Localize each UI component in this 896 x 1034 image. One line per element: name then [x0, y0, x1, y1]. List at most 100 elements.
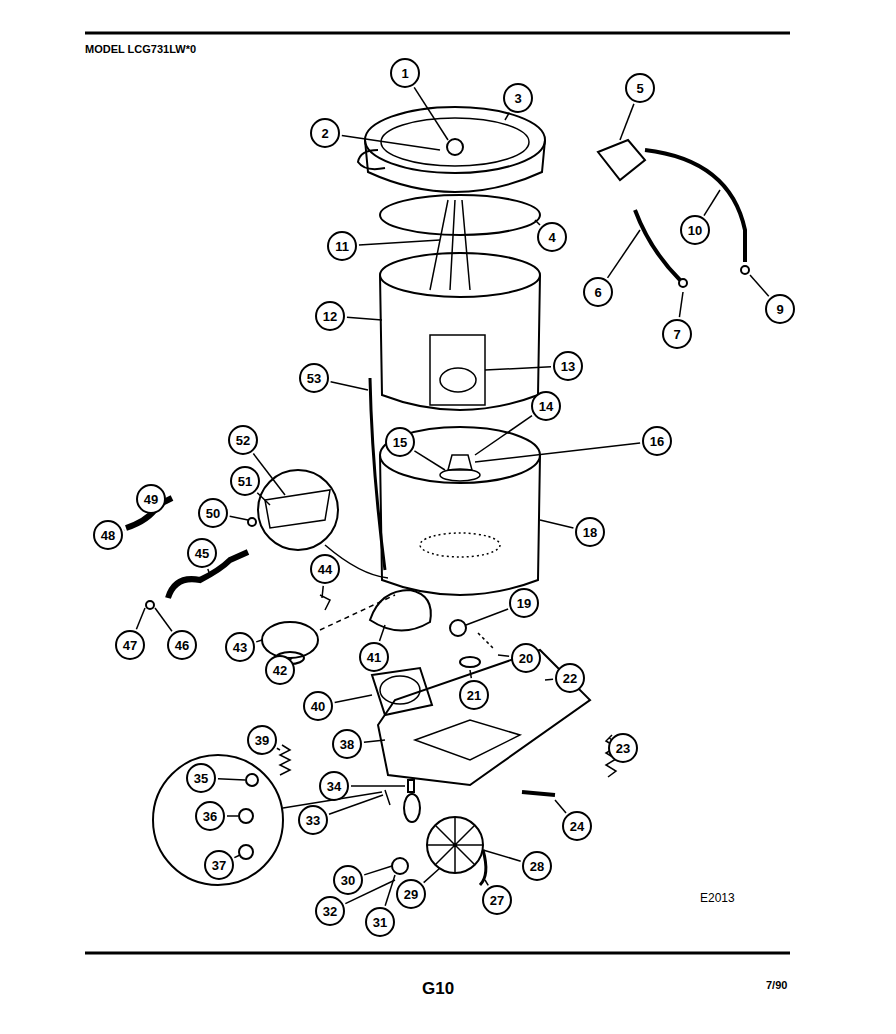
callout-number: 39 [247, 725, 277, 755]
leader-line [218, 779, 245, 780]
callout-text: 31 [373, 916, 387, 929]
callout-text: 19 [517, 597, 531, 610]
callout-text: 52 [236, 434, 250, 447]
callout-text: 5 [636, 82, 643, 95]
callout-text: 2 [321, 127, 328, 140]
page-label: E2013 [700, 892, 735, 904]
callout-number: 24 [562, 811, 592, 841]
page-label: 7/90 [766, 980, 787, 991]
callout-number: 22 [555, 663, 585, 693]
callout-number: 14 [531, 391, 561, 421]
callout-number: 21 [459, 680, 489, 710]
callout-number: 33 [298, 805, 328, 835]
callout-text: 15 [393, 436, 407, 449]
callout-number: 53 [299, 363, 329, 393]
callout-number: 29 [396, 879, 426, 909]
callout-text: 32 [323, 905, 337, 918]
callout-text: 16 [650, 435, 664, 448]
callout-number: 10 [680, 215, 710, 245]
leader-line [234, 855, 240, 858]
callout-number: 44 [310, 554, 340, 584]
leader-line [424, 868, 440, 883]
callout-number: 49 [136, 484, 166, 514]
callout-text: 41 [367, 651, 381, 664]
callout-number: 41 [359, 642, 389, 672]
leader-line [414, 87, 448, 140]
leader-line [475, 416, 532, 455]
callout-text: 9 [776, 303, 783, 316]
callout-text: 10 [688, 224, 702, 237]
callout-number: 46 [167, 630, 197, 660]
callout-text: 4 [548, 231, 555, 244]
callout-number: 51 [230, 466, 260, 496]
callout-number: 48 [93, 520, 123, 550]
callout-text: 50 [206, 507, 220, 520]
callout-text: 30 [341, 874, 355, 887]
callout-text: 48 [101, 529, 115, 542]
callout-text: 51 [238, 475, 252, 488]
leader-line [414, 451, 445, 470]
leader-line [555, 800, 566, 813]
callout-text: 45 [195, 547, 209, 560]
leader-line [123, 529, 125, 531]
callout-number: 1 [390, 58, 420, 88]
callout-text: 27 [490, 894, 504, 907]
callout-text: 34 [327, 780, 341, 793]
callout-number: 9 [765, 294, 795, 324]
callout-text: 37 [212, 859, 226, 872]
callout-text: 7 [673, 328, 680, 341]
callout-text: 28 [530, 860, 544, 873]
leader-line [704, 190, 720, 216]
callout-number: 3 [503, 83, 533, 113]
leader-line [545, 679, 553, 681]
callout-text: 33 [306, 814, 320, 827]
leader-line [385, 875, 395, 906]
leader-line [335, 695, 372, 703]
callout-text: 53 [307, 372, 321, 385]
callout-number: 20 [511, 643, 541, 673]
callout-number: 28 [522, 851, 552, 881]
model-title: MODEL LCG731LW*0 [85, 44, 196, 55]
leader-line [227, 815, 238, 817]
callout-text: 21 [467, 689, 481, 702]
leader-line [498, 655, 509, 656]
callout-text: 43 [233, 641, 247, 654]
callout-text: 44 [318, 563, 332, 576]
leader-line [470, 670, 471, 678]
callout-text: 23 [616, 742, 630, 755]
leader-line [466, 609, 508, 625]
callout-number: 42 [265, 655, 295, 685]
leader-line [608, 230, 640, 278]
leader-line [475, 443, 640, 462]
callout-number: 47 [115, 630, 145, 660]
callout-text: 18 [583, 526, 597, 539]
callout-text: 12 [323, 310, 337, 323]
callout-number: 18 [575, 517, 605, 547]
callout-number: 38 [332, 729, 362, 759]
leader-line [208, 569, 210, 575]
leader-line [679, 292, 683, 317]
leader-line [351, 785, 405, 787]
callout-number: 34 [319, 771, 349, 801]
leader-line [505, 113, 509, 120]
leader-line [380, 625, 385, 641]
callout-number: 37 [204, 850, 234, 880]
callout-text: 40 [311, 700, 325, 713]
leader-line [483, 850, 521, 861]
leader-line [230, 516, 248, 520]
callout-number: 27 [482, 885, 512, 915]
leader-line [540, 520, 573, 528]
callout-text: 38 [340, 738, 354, 751]
callout-text: 24 [570, 820, 584, 833]
leader-line [364, 866, 392, 875]
callout-number: 50 [198, 498, 228, 528]
leader-line [359, 240, 440, 245]
callout-text: 22 [563, 672, 577, 685]
callout-number: 36 [195, 801, 225, 831]
callout-number: 40 [303, 691, 333, 721]
leader-line [136, 608, 145, 629]
leader-line [322, 586, 323, 598]
